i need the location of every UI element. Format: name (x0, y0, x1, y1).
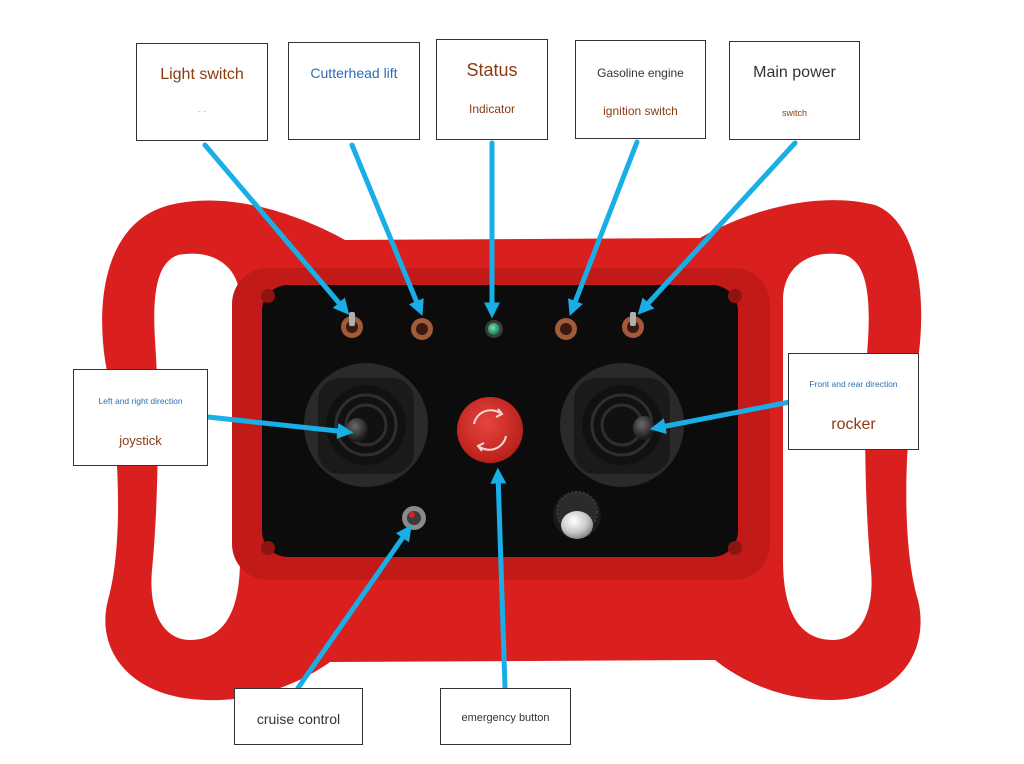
right-rocker-joystick[interactable] (560, 363, 684, 487)
arrow-cruise-control (295, 524, 412, 691)
label-light-switch-subtitle: - - (197, 106, 207, 116)
light-toggle-switch[interactable] (341, 312, 363, 338)
label-light-switch-title: Light switch (160, 66, 244, 83)
main-power-toggle-switch[interactable] (622, 312, 644, 338)
label-main-power: Main power switch (729, 41, 860, 140)
arrow-main-power (637, 140, 798, 315)
label-status-indicator: Status Indicator (436, 39, 548, 140)
cruise-control-switch[interactable] (402, 506, 426, 530)
screw-hole (261, 289, 275, 303)
screw-hole (261, 541, 275, 555)
label-rocker-subtitle: rocker (831, 416, 876, 433)
cutterhead-lift-switch[interactable] (411, 318, 433, 340)
label-emergency-button-title: emergency button (461, 712, 550, 724)
left-joystick[interactable] (304, 363, 428, 487)
label-left-joystick-subtitle: joystick (119, 433, 162, 448)
rotate-arrows-icon (473, 408, 507, 452)
label-gasoline-engine-title: Gasoline engine (597, 66, 684, 80)
label-rocker: Front and rear direction rocker (788, 353, 919, 450)
emergency-stop-button[interactable] (457, 397, 523, 463)
label-status-title: Status (466, 60, 518, 80)
label-left-joystick-title: Left and right direction (98, 396, 183, 406)
rotary-knob[interactable] (553, 491, 601, 539)
label-main-power-title: Main power (753, 64, 836, 81)
label-cutterhead-lift: Cutterhead lift (288, 42, 420, 140)
arrow-light-switch (202, 142, 350, 315)
label-gasoline-engine-subtitle: ignition switch (603, 104, 678, 118)
label-status-subtitle: Indicator (468, 102, 516, 116)
label-left-joystick: Left and right direction joystick (73, 369, 208, 466)
ignition-switch[interactable] (555, 318, 577, 340)
callout-arrows (202, 139, 798, 691)
label-gasoline-engine: Gasoline engine ignition switch (575, 40, 706, 139)
label-emergency-button: emergency button (440, 688, 571, 745)
screw-hole (728, 289, 742, 303)
label-cruise-control: cruise control (234, 688, 363, 745)
label-cruise-control-title: cruise control (256, 711, 341, 727)
arrow-rocker (649, 399, 793, 435)
label-cutterhead-lift-title: Cutterhead lift (310, 65, 398, 81)
arrow-ignition-switch (568, 139, 640, 316)
label-light-switch: Light switch - - (136, 43, 268, 141)
label-rocker-title: Front and rear direction (809, 379, 898, 389)
status-indicator-led (485, 320, 503, 338)
arrow-cutterhead-lift (349, 142, 424, 316)
arrow-emergency-button (490, 467, 508, 691)
label-main-power-subtitle: switch (781, 108, 807, 118)
arrow-left-joystick (205, 414, 354, 439)
screw-hole (728, 541, 742, 555)
